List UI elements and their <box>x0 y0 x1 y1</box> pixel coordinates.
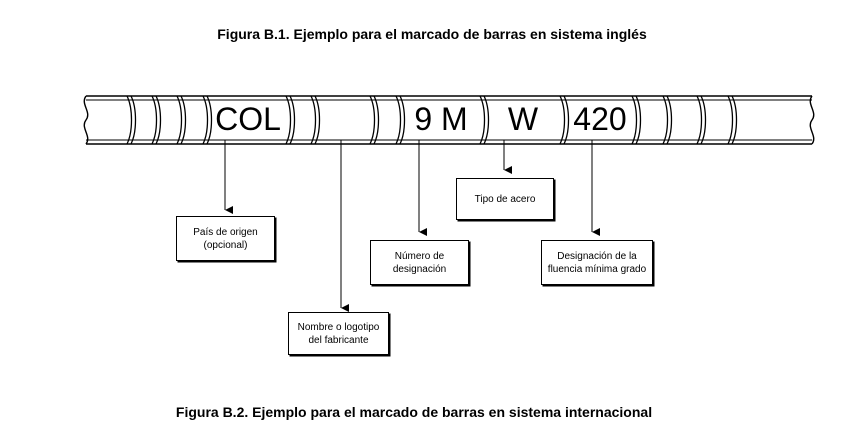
label-yield-grade: Designación de la fluencia mínima grado <box>541 240 653 285</box>
mark-grade: 420 <box>573 101 626 137</box>
label-origin: País de origen (opcional) <box>176 216 275 261</box>
rebar-ribs <box>126 95 738 145</box>
figure-caption-b2: Figura B.2. Ejemplo para el marcado de b… <box>175 404 653 420</box>
mark-designation: 9 M <box>414 101 467 137</box>
figure-caption-b1: Figura B.1. Ejemplo para el marcado de b… <box>217 26 647 42</box>
mark-origin: COL <box>215 101 281 137</box>
label-designation-number: Número de designación <box>370 240 469 285</box>
label-steel-type: Tipo de acero <box>456 178 554 220</box>
mark-steel-type: W <box>508 101 539 137</box>
label-manufacturer: Nombre o logotipo del fabricante <box>288 312 389 355</box>
